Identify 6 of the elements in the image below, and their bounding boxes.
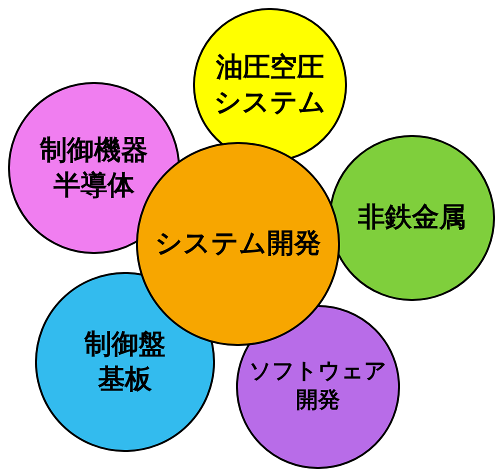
circle-label: 非鉄金属 (356, 201, 467, 236)
circle-label: 制御盤基板 (83, 328, 166, 397)
circle-label: システム開発 (154, 227, 322, 262)
circle-label: 油圧空圧システム (212, 50, 327, 120)
circle-label: 制御機器半導体 (38, 134, 149, 203)
circle-label: ソフトウェア開発 (248, 358, 388, 415)
